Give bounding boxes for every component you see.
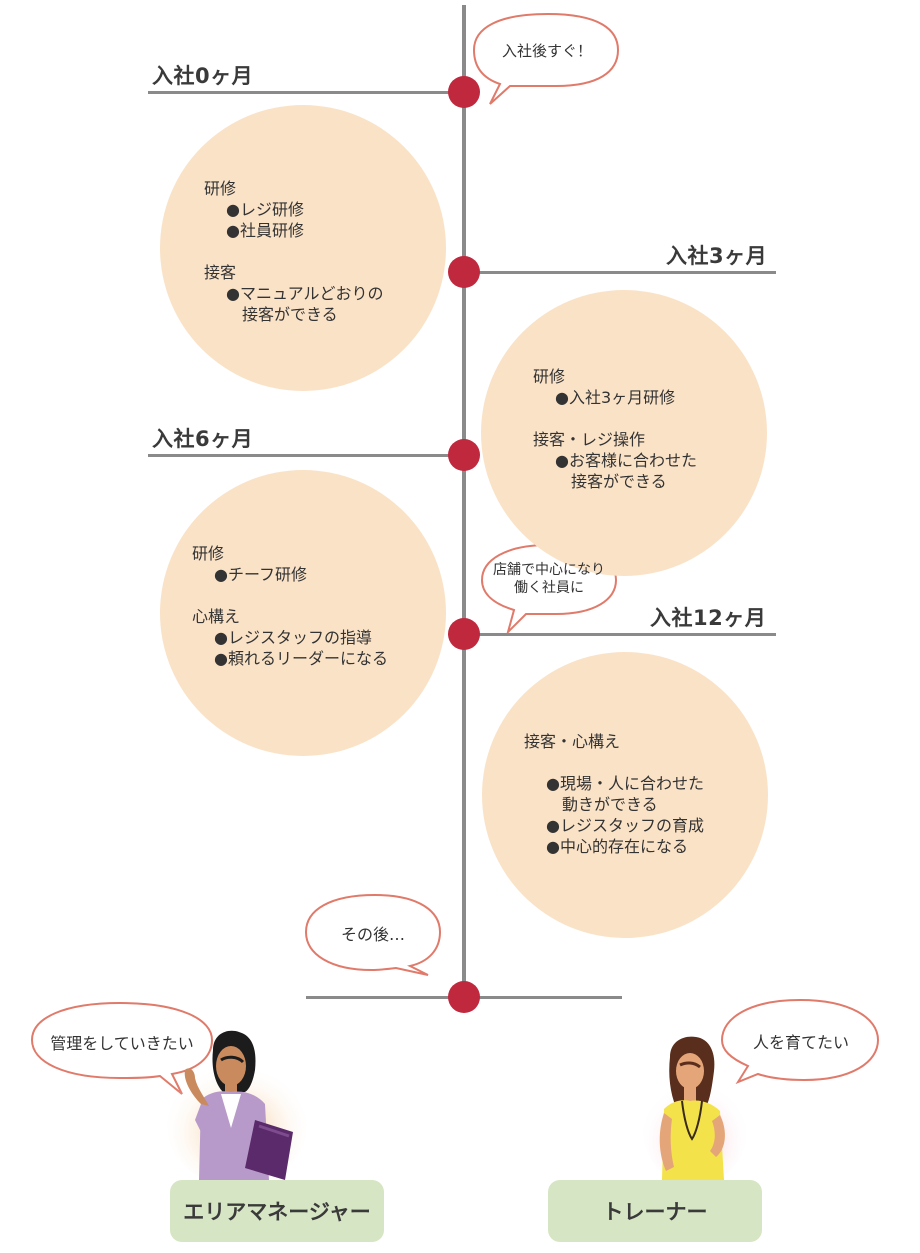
milestone-label-0: 入社0ヶ月 [152, 64, 254, 88]
milestone-line-3 [464, 271, 776, 274]
role-area-manager: エリアマネージャー [170, 1180, 384, 1242]
stage-circle-6 [160, 470, 446, 756]
list-item: ●頼れるリーダーになる [214, 649, 388, 668]
heading: 研修 [533, 367, 566, 386]
list-item: ●お客様に合わせた [555, 451, 697, 470]
milestone-line-6 [148, 454, 464, 457]
milestone-label-12: 入社12ヶ月 [650, 606, 767, 630]
heading: 研修 [192, 544, 225, 563]
list-item: ●チーフ研修 [214, 565, 308, 584]
list-item: ●レジスタッフの育成 [546, 816, 704, 835]
list-item: ●社員研修 [226, 221, 304, 240]
bubble-right-after-shape [472, 12, 620, 105]
list-item: ●現場・人に合わせた [546, 774, 704, 793]
bubble-right-after: 入社後すぐ！ [501, 42, 592, 60]
list-item: ●レジスタッフの指導 [214, 628, 372, 647]
list-item: ●中心的存在になる [546, 837, 688, 856]
list-item: ●レジ研修 [226, 200, 304, 219]
heading: 接客・レジ操作 [533, 430, 646, 449]
stage-text-6: 研修 ●チーフ研修 心構え ●レジスタッフの指導 ●頼れるリーダーになる [192, 543, 388, 669]
stage-circle-12 [482, 652, 768, 938]
heading: 心構え [192, 607, 241, 626]
bubble-core: 店舗で中心になり 働く社員に [484, 561, 614, 597]
bubble-afterwards: その後… [340, 925, 405, 944]
timeline-axis [462, 5, 466, 992]
milestone-label-3: 入社3ヶ月 [666, 244, 768, 268]
timeline-node-final [448, 981, 480, 1013]
stage-circle-0 [160, 105, 446, 391]
role-trainer: トレーナー [548, 1180, 762, 1242]
area-manager-illustration [167, 1030, 307, 1187]
milestone-label-6: 入社6ヶ月 [152, 427, 254, 451]
heading: 接客・心構え [524, 732, 621, 751]
timeline-node-3 [448, 256, 480, 288]
bubble-raise-shape [720, 998, 880, 1085]
bubble-core-line1: 店舗で中心になり [493, 562, 605, 578]
list-item: ●入社3ヶ月研修 [555, 388, 676, 407]
bubble-raise: 人を育てたい [752, 1033, 849, 1052]
role-trainer-label: トレーナー [602, 1200, 708, 1224]
stage-text-12: 接客・心構え ●現場・人に合わせた 動きができる ●レジスタッフの育成 ●中心的… [524, 731, 704, 857]
bubble-manage-shape [30, 1001, 214, 1095]
milestone-line-0 [148, 91, 464, 94]
bubble-afterwards-shape [304, 893, 442, 976]
stage-text-0: 研修 ●レジ研修 ●社員研修 接客 ●マニュアルどおりの 接客ができる [204, 178, 383, 325]
stage-text-3: 研修 ●入社3ヶ月研修 接客・レジ操作 ●お客様に合わせた 接客ができる [533, 366, 697, 492]
list-item-continued: 動きができる [562, 795, 658, 814]
list-item-continued: 接客ができる [242, 305, 338, 324]
milestone-line-12 [464, 633, 776, 636]
trainer-illustration [643, 1036, 747, 1185]
bubble-core-line2: 働く社員に [514, 580, 584, 596]
timeline-node-0 [448, 76, 480, 108]
stage-circle-3 [481, 290, 767, 576]
role-area-manager-label: エリアマネージャー [183, 1200, 371, 1224]
heading: 接客 [204, 263, 237, 282]
timeline-node-6 [448, 439, 480, 471]
bubble-manage: 管理をしていきたい [50, 1034, 194, 1053]
list-item-continued: 接客ができる [571, 472, 667, 491]
list-item: ●マニュアルどおりの [226, 284, 384, 303]
heading: 研修 [204, 179, 237, 198]
timeline-node-12 [448, 618, 480, 650]
